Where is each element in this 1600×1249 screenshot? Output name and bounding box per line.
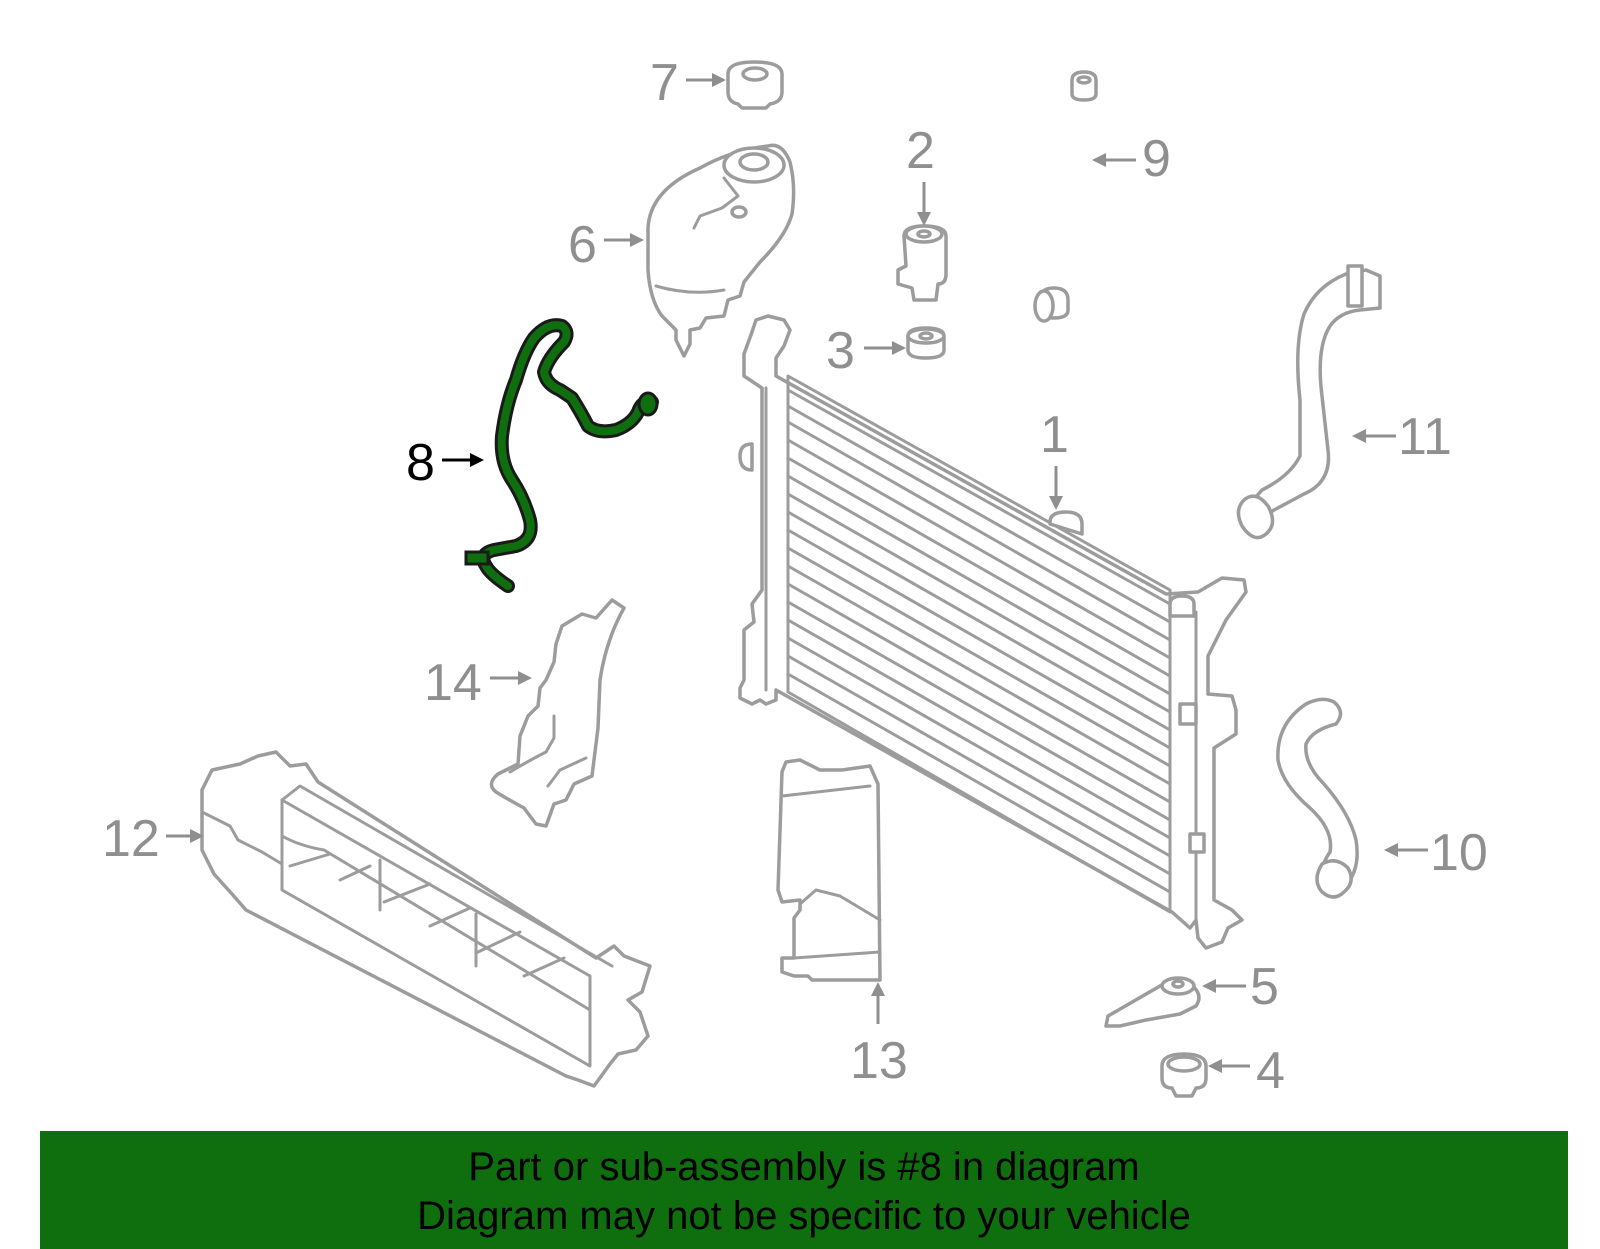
callout-14: 14 — [424, 654, 482, 712]
part-9-hose[interactable] — [1027, 70, 1098, 323]
banner-line-1: Part or sub-assembly is #8 in diagram — [468, 1145, 1140, 1189]
info-banner: Part or sub-assembly is #8 in diagram Di… — [40, 1131, 1568, 1249]
part-14-deflector[interactable] — [489, 598, 626, 828]
part-8-coolant-hose[interactable] — [464, 318, 659, 593]
part-1-radiator[interactable] — [738, 314, 1248, 950]
callout-6: 6 — [568, 216, 597, 274]
callout-numbers: 7 6 2 3 9 1 11 8 14 12 10 13 5 4 — [102, 54, 1488, 1100]
part-7-cap[interactable] — [726, 60, 784, 110]
callout-8: 8 — [406, 434, 435, 492]
callout-arrows — [166, 73, 1428, 1073]
part-13-side-deflector[interactable] — [776, 758, 882, 982]
callout-7: 7 — [650, 54, 679, 112]
part-11-upper-hose[interactable] — [1236, 264, 1382, 540]
part-10-lower-hose[interactable] — [1276, 697, 1359, 899]
radiator-fins — [786, 388, 1172, 894]
callout-11: 11 — [1398, 408, 1452, 466]
part-5-bracket[interactable] — [1104, 976, 1201, 1028]
part-12-air-deflector-frame[interactable] — [200, 750, 652, 1088]
callout-10: 10 — [1430, 824, 1488, 882]
callout-9: 9 — [1142, 130, 1171, 188]
callout-5: 5 — [1250, 958, 1279, 1016]
callout-12: 12 — [102, 810, 160, 868]
frame-slats — [280, 834, 592, 1012]
part-2-sensor[interactable] — [896, 224, 948, 302]
part-3-grommet[interactable] — [906, 326, 946, 360]
part-4-mount[interactable] — [1160, 1052, 1208, 1098]
callout-3: 3 — [826, 322, 855, 380]
banner-line-2: Diagram may not be specific to your vehi… — [417, 1194, 1191, 1238]
callout-2: 2 — [906, 122, 935, 180]
callout-13: 13 — [850, 1032, 908, 1090]
part-6-expansion-tank[interactable] — [646, 143, 796, 358]
callout-1: 1 — [1040, 406, 1069, 464]
callout-4: 4 — [1256, 1042, 1285, 1100]
